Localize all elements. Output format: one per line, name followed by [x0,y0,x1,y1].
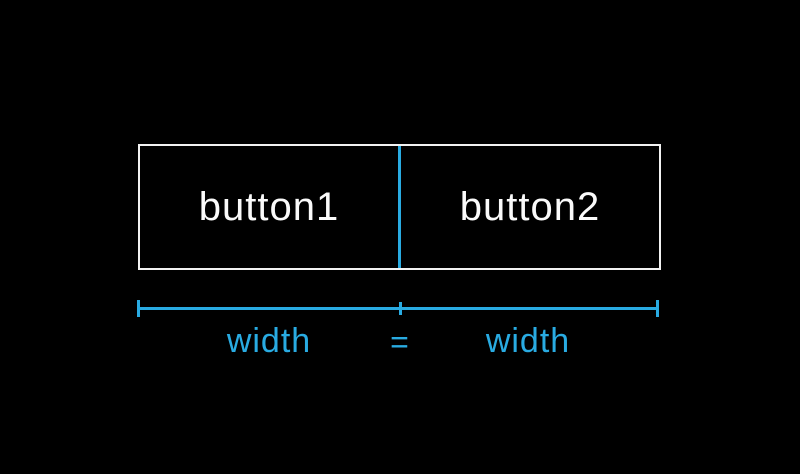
measure-tick-middle [399,302,402,315]
width-label-left: width [226,322,312,360]
button-divider [398,146,401,268]
button1-label: button1 [198,184,340,229]
button2[interactable]: button2 [401,146,659,268]
measure-tick-left [137,300,140,317]
width-measure-line [138,307,658,310]
button-group: button1 button2 [138,144,661,270]
button2-label: button2 [459,184,601,229]
equals-sign: = [390,324,410,360]
width-label-right: width [485,322,571,360]
button1[interactable]: button1 [140,146,398,268]
measure-tick-right [656,300,659,317]
